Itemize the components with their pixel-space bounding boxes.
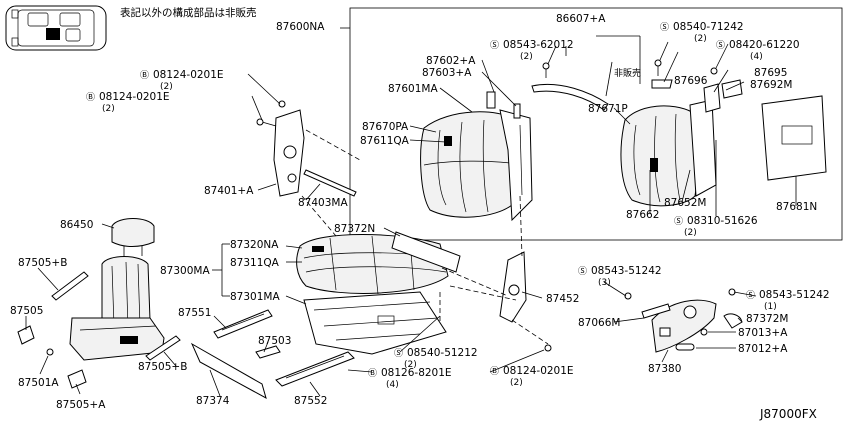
svg-text:Ⓑ: Ⓑ — [368, 368, 377, 379]
callout-s0842061220: 08420-61220 — [729, 39, 800, 51]
callout-87372M: 87372M — [746, 313, 788, 325]
callout-87662: 87662 — [626, 209, 659, 221]
vehicle-locator-icon — [5, 5, 107, 51]
callout-b081268201E: 08126-8201E — [381, 367, 452, 379]
callout-87600NA: 87600NA — [276, 21, 325, 33]
callout-87372N: 87372N — [334, 223, 375, 235]
headrest-illustration — [111, 218, 155, 256]
seat-side-finisher-illustration — [190, 342, 267, 400]
callout-87374: 87374 — [196, 395, 230, 407]
callout-87066M: 87066M — [578, 317, 620, 329]
svg-text:(2): (2) — [404, 360, 417, 370]
callout-87505B-2: 87505+B — [138, 361, 187, 373]
seatback-rear-illustration — [620, 99, 717, 207]
svg-text:Ⓢ: Ⓢ — [716, 40, 725, 51]
callout-87696: 87696 — [674, 75, 708, 87]
svg-text:(3): (3) — [598, 278, 611, 288]
callout-87652M: 87652M — [664, 197, 706, 209]
svg-text:(1): (1) — [764, 302, 777, 312]
recliner-right-illustration — [499, 251, 552, 352]
callout-s0854351242-3: 08543-51242 — [591, 265, 662, 277]
callout-b081240201E-3: 08124-0201E — [503, 365, 574, 377]
dashed-assembly-lines — [301, 129, 549, 345]
svg-text:(2): (2) — [694, 34, 707, 44]
callout-87505B-1: 87505+B — [18, 257, 67, 269]
recliner-left-illustration — [256, 100, 357, 197]
callout-labels: 87600NA 86607+A Ⓢ 08540-71242 (2) Ⓢ 0842… — [10, 13, 830, 411]
callout-87670PA: 87670PA — [362, 121, 409, 133]
callout-87602A: 87602+A — [426, 55, 476, 67]
leader-lines — [25, 35, 797, 397]
callout-b081240201E-1: 08124-0201E — [153, 69, 224, 81]
svg-text:Ⓢ: Ⓢ — [674, 216, 683, 227]
callout-87311QA: 87311QA — [230, 257, 280, 269]
callout-s0854362012: 08543-62012 — [503, 39, 574, 51]
callout-87695: 87695 — [754, 67, 787, 79]
svg-text:(4): (4) — [750, 52, 763, 62]
callout-87692M: 87692M — [750, 79, 792, 91]
svg-text:Ⓢ: Ⓢ — [394, 348, 403, 359]
callout-87013A: 87013+A — [738, 327, 788, 339]
svg-text:(2): (2) — [102, 104, 115, 114]
svg-text:Ⓑ: Ⓑ — [140, 70, 149, 81]
svg-text:(2): (2) — [510, 378, 523, 388]
callout-s0831051626: 08310-51626 — [687, 215, 758, 227]
callout-87300MA: 87300MA — [160, 265, 210, 277]
callout-87301MA: 87301MA — [230, 291, 280, 303]
callout-87681N: 87681N — [776, 201, 817, 213]
callout-87403MA: 87403MA — [298, 197, 348, 209]
diagram-code: J87000FX — [759, 407, 817, 421]
callout-87503: 87503 — [258, 335, 291, 347]
svg-text:(2): (2) — [160, 82, 173, 92]
callout-86450: 86450 — [60, 219, 93, 231]
svg-text:Ⓢ: Ⓢ — [746, 290, 755, 301]
callout-87452: 87452 — [546, 293, 579, 305]
callout-87552: 87552 — [294, 395, 327, 407]
headrest-guides-illustration — [486, 59, 743, 119]
complete-seat-illustration — [69, 256, 165, 361]
seatback-cushion-illustration — [420, 109, 533, 222]
callout-87501A: 87501A — [18, 377, 59, 389]
callout-87611QA: 87611QA — [360, 135, 410, 147]
slide-rail-illustration — [213, 309, 355, 387]
callout-87401A: 87401+A — [204, 185, 254, 197]
recliner-cover-illustration — [624, 288, 743, 353]
svg-text:Ⓑ: Ⓑ — [86, 92, 95, 103]
svg-text:Ⓢ: Ⓢ — [490, 40, 499, 51]
callout-hanbai: 非販売 — [614, 67, 641, 79]
callout-87671P: 87671P — [588, 103, 628, 115]
callout-87601MA: 87601MA — [388, 83, 438, 95]
side-trim-pieces — [17, 271, 181, 389]
svg-text:Ⓢ: Ⓢ — [660, 22, 669, 33]
svg-text:Ⓢ: Ⓢ — [578, 266, 587, 277]
svg-text:(2): (2) — [684, 228, 697, 238]
callout-s0854351242-1: 08543-51242 — [759, 289, 830, 301]
assist-grip-illustration — [531, 83, 609, 111]
seat-frame-illustration — [303, 291, 447, 355]
callout-s0854051212: 08540-51212 — [407, 347, 478, 359]
header-note: 表記以外の構成部品は非販売 — [120, 6, 257, 19]
svg-text:Ⓑ: Ⓑ — [490, 366, 499, 377]
callout-87380: 87380 — [648, 363, 681, 375]
callout-87012A: 87012+A — [738, 343, 788, 355]
callout-s0854071242: 08540-71242 — [673, 21, 744, 33]
svg-text:(4): (4) — [386, 380, 399, 390]
callout-86607A: 86607+A — [556, 13, 606, 25]
callout-87320NA: 87320NA — [230, 239, 279, 251]
seat-pan-bracket-illustration — [391, 231, 461, 273]
callout-87551: 87551 — [178, 307, 211, 319]
callout-87505: 87505 — [10, 305, 43, 317]
callout-b081240201E-2: 08124-0201E — [99, 91, 170, 103]
callout-87603A: 87603+A — [422, 67, 472, 79]
selected-seat-marker — [46, 28, 60, 40]
svg-text:(2): (2) — [520, 52, 533, 62]
callout-87505A: 87505+A — [56, 399, 106, 411]
seatback-assembly-frame — [349, 7, 843, 241]
seatback-board-illustration — [761, 95, 827, 181]
